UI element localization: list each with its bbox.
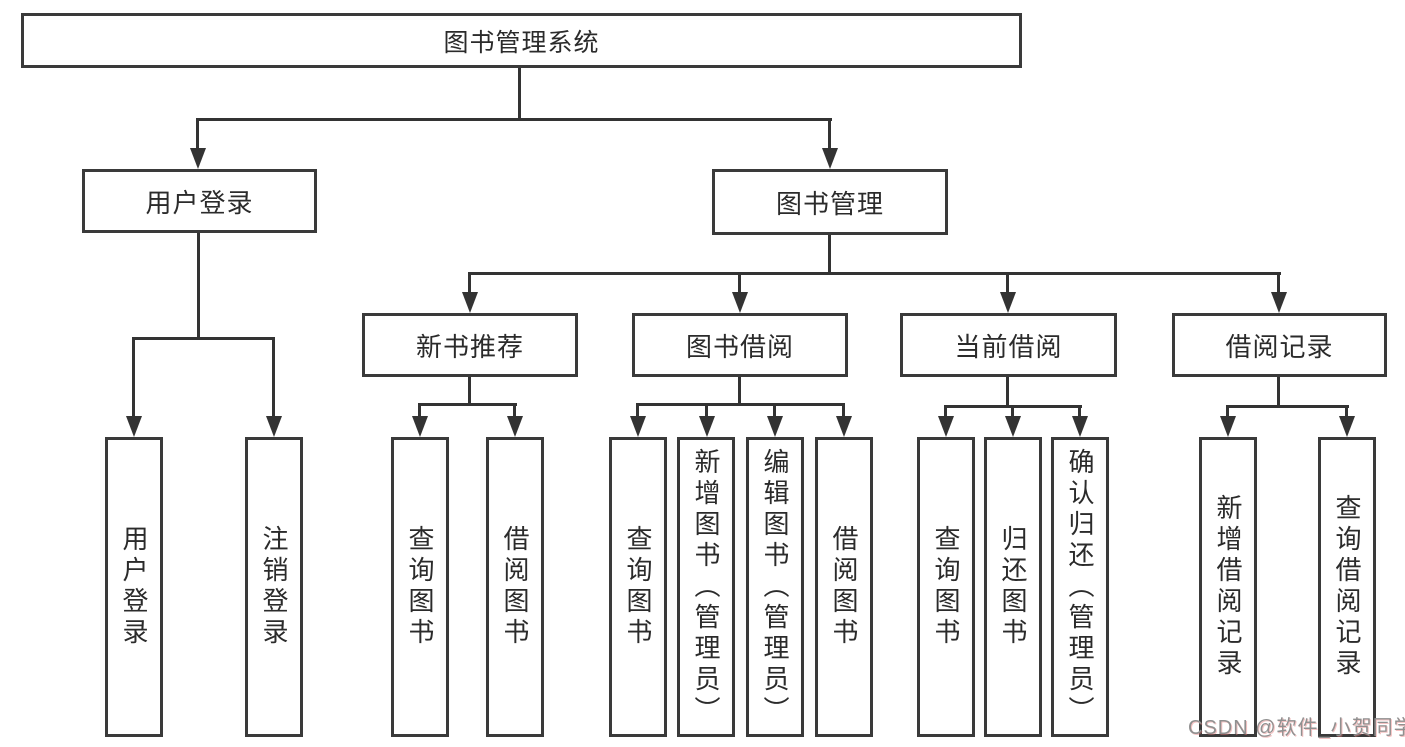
arrowhead-borrow-books-2-icon xyxy=(836,416,852,437)
connector-drop-borrow-books-2 xyxy=(842,403,845,419)
arrowhead-confirm-return-icon xyxy=(1072,416,1088,437)
leaf-query-books-3: 查询图书 xyxy=(917,437,975,737)
leaf-confirm-return-admin: 确认归还（管理员） xyxy=(1051,437,1109,737)
leaf-borrow-books-2: 借阅图书 xyxy=(815,437,873,737)
node-book-management: 图书管理 xyxy=(712,169,948,235)
leaf-borrow-books-1: 借阅图书 xyxy=(486,437,544,737)
leaf-logout-label: 注销登录 xyxy=(259,525,289,649)
arrowhead-book-borrowing-icon xyxy=(732,292,748,313)
arrowhead-add-borrow-record-icon xyxy=(1220,416,1236,437)
arrowhead-query-books-3-icon xyxy=(938,416,954,437)
node-new-book-recommendation-label: 新书推荐 xyxy=(415,331,524,362)
connector-drop-add-book xyxy=(705,403,708,419)
arrowhead-edit-book-icon xyxy=(767,416,783,437)
connector-book-management-stem xyxy=(828,235,831,275)
connector-new-book-bus xyxy=(418,403,517,406)
connector-drop-leaf-logout xyxy=(272,337,275,420)
leaf-add-book-admin-label: 新增图书（管理员） xyxy=(691,447,721,727)
node-user-login-label: 用户登录 xyxy=(145,187,254,218)
leaf-user-login-label: 用户登录 xyxy=(119,525,149,649)
leaf-edit-book-admin: 编辑图书（管理员） xyxy=(746,437,804,737)
leaf-add-borrow-record-label: 新增借阅记录 xyxy=(1213,494,1243,680)
leaf-query-books-2-label: 查询图书 xyxy=(623,525,653,649)
connector-drop-query-books-3 xyxy=(944,405,947,419)
connector-user-login-bus xyxy=(132,337,275,340)
arrowhead-leaf-login-icon xyxy=(126,416,142,437)
node-borrowing-records-label: 借阅记录 xyxy=(1225,331,1334,362)
leaf-user-login: 用户登录 xyxy=(105,437,163,737)
connector-book-borrowing-stem xyxy=(738,377,741,406)
connector-new-book-stem xyxy=(468,377,471,406)
leaf-add-borrow-record: 新增借阅记录 xyxy=(1199,437,1257,737)
node-current-borrowing: 当前借阅 xyxy=(900,313,1117,377)
csdn-watermark: CSDN @软件_小贺同学 xyxy=(1188,717,1405,739)
node-book-borrowing-label: 图书借阅 xyxy=(685,331,794,362)
leaf-return-book-label: 归还图书 xyxy=(998,525,1028,649)
connector-drop-borrowing-records xyxy=(1277,272,1280,296)
node-root-label: 图书管理系统 xyxy=(443,28,600,57)
leaf-borrow-books-1-label: 借阅图书 xyxy=(500,525,530,649)
connector-drop-query-books-2 xyxy=(636,403,639,419)
connector-book-management-bus xyxy=(468,272,1281,275)
arrowhead-current-borrowing-icon xyxy=(1000,292,1016,313)
connector-drop-book-borrowing xyxy=(738,272,741,296)
connector-drop-query-borrow-record xyxy=(1345,405,1348,419)
arrowhead-book-management-icon xyxy=(822,148,838,169)
leaf-query-books-2: 查询图书 xyxy=(609,437,667,737)
leaf-query-books-3-label: 查询图书 xyxy=(931,525,961,649)
connector-borrowing-records-stem xyxy=(1277,377,1280,408)
node-new-book-recommendation: 新书推荐 xyxy=(362,313,578,377)
connector-drop-query-books-1 xyxy=(418,403,421,419)
connector-user-login-stem xyxy=(197,233,200,340)
connector-drop-leaf-login xyxy=(132,337,135,420)
connector-drop-current-borrowing xyxy=(1006,272,1009,296)
connector-drop-add-borrow-record xyxy=(1226,405,1229,419)
connector-drop-confirm-return xyxy=(1078,405,1081,419)
arrowhead-query-books-2-icon xyxy=(630,416,646,437)
arrowhead-query-borrow-record-icon xyxy=(1339,416,1355,437)
arrowhead-borrow-books-1-icon xyxy=(507,416,523,437)
arrowhead-user-login-icon xyxy=(190,148,206,169)
connector-root-bus xyxy=(196,118,832,121)
connector-borrowing-records-bus xyxy=(1226,405,1349,408)
arrowhead-add-book-icon xyxy=(699,416,715,437)
connector-current-borrowing-stem xyxy=(1006,377,1009,408)
leaf-borrow-books-2-label: 借阅图书 xyxy=(829,525,859,649)
arrowhead-leaf-logout-icon xyxy=(266,416,282,437)
leaf-confirm-return-admin-label: 确认归还（管理员） xyxy=(1065,447,1095,727)
node-user-login: 用户登录 xyxy=(82,169,317,233)
leaf-return-book: 归还图书 xyxy=(984,437,1042,737)
connector-book-borrowing-bus xyxy=(636,403,845,406)
leaf-query-books-1-label: 查询图书 xyxy=(405,525,435,649)
leaf-query-borrow-record-label: 查询借阅记录 xyxy=(1332,494,1362,680)
connector-drop-book-management xyxy=(828,118,831,152)
connector-drop-edit-book xyxy=(773,403,776,419)
connector-drop-return-book xyxy=(1011,405,1014,419)
leaf-edit-book-admin-label: 编辑图书（管理员） xyxy=(760,447,790,727)
connector-drop-borrow-books-1 xyxy=(513,403,516,419)
node-root: 图书管理系统 xyxy=(21,13,1022,68)
arrowhead-new-book-icon xyxy=(462,292,478,313)
connector-drop-user-login xyxy=(196,118,199,152)
node-book-borrowing: 图书借阅 xyxy=(632,313,848,377)
arrowhead-query-books-1-icon xyxy=(412,416,428,437)
arrowhead-borrowing-records-icon xyxy=(1271,292,1287,313)
leaf-add-book-admin: 新增图书（管理员） xyxy=(677,437,735,737)
connector-drop-new-book xyxy=(468,272,471,296)
node-book-management-label: 图书管理 xyxy=(775,188,884,219)
leaf-query-borrow-record: 查询借阅记录 xyxy=(1318,437,1376,737)
connector-root-stem xyxy=(518,68,521,121)
leaf-logout: 注销登录 xyxy=(245,437,303,737)
leaf-query-books-1: 查询图书 xyxy=(391,437,449,737)
node-current-borrowing-label: 当前借阅 xyxy=(954,331,1063,362)
node-borrowing-records: 借阅记录 xyxy=(1172,313,1387,377)
arrowhead-return-book-icon xyxy=(1005,416,1021,437)
